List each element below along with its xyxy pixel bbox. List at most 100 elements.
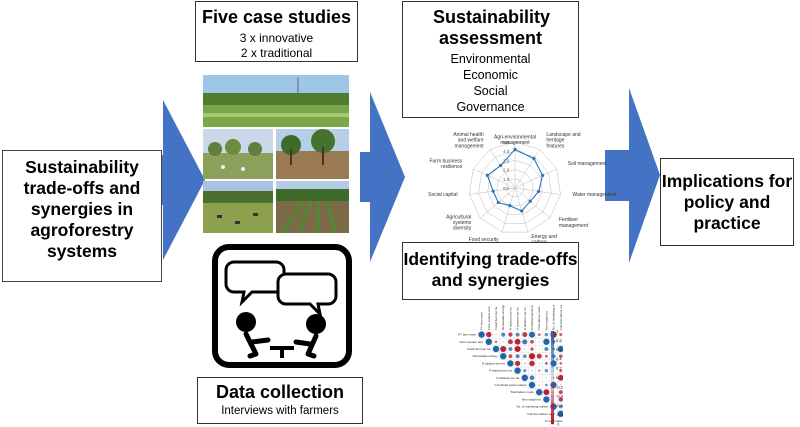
farmers-interview-icon — [212, 244, 352, 368]
corr-circle — [557, 410, 563, 417]
case-studies-title: Five case studies — [201, 7, 352, 27]
corr-circle — [502, 341, 504, 343]
corr-column-label: K balance per ha — [523, 307, 527, 330]
corr-row-label: Net margin ha — [522, 397, 541, 401]
corr-colorbar-segment — [551, 368, 554, 374]
radar-axis-label: Soil management — [568, 161, 608, 167]
radar-scale-label: 3.0 — [503, 158, 510, 163]
corr-circle — [495, 334, 497, 336]
photo-tree-rows — [276, 129, 349, 179]
corr-circle — [544, 368, 549, 373]
radar-axis-label: Water management — [572, 192, 616, 198]
corr-circle — [538, 362, 540, 364]
implications-title: Implications for policy and practice — [661, 171, 793, 233]
radar-point — [496, 200, 500, 205]
corr-circle — [553, 370, 555, 372]
corr-row-label: Renewable energy — [473, 354, 499, 358]
corr-colorbar-segment — [551, 358, 554, 364]
corr-circle — [515, 354, 520, 359]
corr-circle — [538, 377, 540, 379]
radar-grid-ring — [505, 178, 525, 198]
corr-column-label: P balance per ha — [516, 307, 520, 330]
radar-point — [513, 147, 517, 151]
corr-circle — [536, 389, 543, 396]
radar-spoke — [473, 168, 516, 189]
corr-circle — [494, 340, 498, 344]
radar-point — [491, 189, 495, 193]
arrow-assessment-to-implications — [605, 88, 660, 263]
tradeoffs-title: Identifying trade-offs and synergies — [403, 249, 578, 290]
corr-column-label: Farm system size — [487, 306, 491, 330]
corr-column-label: Total labour costs — [537, 306, 541, 330]
corr-circle — [558, 397, 563, 402]
corr-colorbar-tick: -0.4 — [556, 394, 563, 399]
corr-circle — [524, 362, 526, 365]
assessment-item: Economic — [463, 68, 518, 82]
corr-circle — [523, 369, 527, 373]
data-collection-subtitle: Interviews with farmers — [221, 405, 339, 417]
corr-circle — [544, 346, 549, 352]
corr-circle — [543, 338, 550, 345]
corr-row-label: Full time labour units — [528, 412, 556, 416]
arrow-studies-to-assessment — [360, 92, 405, 262]
radar-axis-label: Food security — [469, 237, 500, 243]
case-study-photos — [203, 75, 349, 233]
corr-circle — [544, 332, 549, 337]
corr-circle — [492, 345, 500, 353]
corr-circle — [529, 360, 535, 367]
radar-point — [508, 204, 512, 208]
topic-title: Sustainability trade-offs and synergies … — [23, 157, 141, 261]
corr-circle — [559, 362, 563, 365]
corr-colorbar-segment — [551, 340, 554, 346]
corr-colorbar-segment — [551, 372, 554, 378]
corr-column-label: Fossil fuel use ha — [494, 306, 498, 330]
corr-colorbar-tick: 1 — [556, 329, 559, 334]
corr-colorbar-segment — [551, 405, 554, 411]
corr-circle — [550, 360, 557, 367]
corr-circle — [528, 353, 536, 360]
corr-row-label: P balance per ha — [489, 369, 512, 373]
corr-circle — [528, 331, 536, 338]
corr-circle — [507, 360, 514, 367]
corr-row-label: No. of marketing outlets — [516, 405, 548, 409]
corr-column-label: N balance per ha — [508, 307, 512, 330]
corr-circle — [536, 353, 542, 359]
corr-circle — [528, 381, 536, 389]
corr-circle — [559, 369, 563, 373]
corr-circle — [508, 354, 513, 359]
corr-colorbar-segment — [551, 391, 554, 397]
radar-grid-ring — [469, 141, 561, 233]
radar-scale-label: 1.0 — [503, 177, 510, 182]
corr-circle — [514, 338, 521, 345]
corr-circle — [514, 345, 521, 353]
corr-circle — [545, 377, 547, 379]
radar-point — [498, 163, 503, 168]
radar-spoke — [514, 149, 541, 189]
corr-circle — [557, 374, 563, 381]
corr-row-label: FY farm work — [458, 333, 476, 337]
corr-colorbar-segment — [551, 400, 554, 406]
corr-circle — [508, 332, 513, 337]
case-studies-box: Five case studies 3 x innovative 2 x tra… — [195, 1, 358, 62]
radar-spoke — [514, 168, 557, 189]
corr-circle — [537, 333, 541, 336]
corr-colorbar-tick: 0 — [556, 375, 559, 380]
corr-circle — [538, 384, 540, 386]
corr-circle — [486, 331, 492, 338]
radar-point — [520, 209, 524, 213]
corr-circle — [543, 396, 550, 403]
corr-column-label: Combined gross margin — [530, 305, 534, 330]
radar-spoke — [501, 187, 516, 233]
corr-row-label: K balance per ha — [497, 376, 520, 380]
corr-circle — [558, 404, 563, 409]
corr-colorbar-tick: -0.8 — [556, 412, 563, 417]
corr-colorbar-segment — [551, 331, 554, 336]
corr-colorbar-tick: 0.6 — [556, 347, 562, 352]
